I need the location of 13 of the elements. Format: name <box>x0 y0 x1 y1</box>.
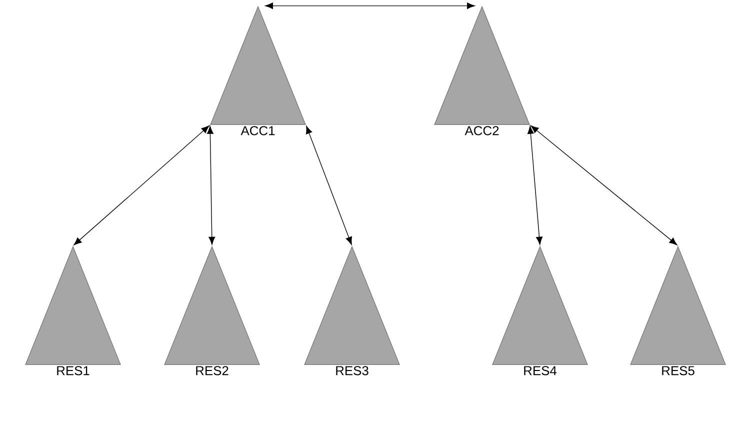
node-label: RES4 <box>524 366 557 376</box>
node-label: RES2 <box>196 366 228 376</box>
node-label: RES1 <box>57 366 90 376</box>
node-label: ACC2 <box>464 126 499 136</box>
arrow <box>265 2 475 10</box>
node-label: RES5 <box>662 366 694 376</box>
node-label: RES3 <box>336 366 368 376</box>
arrow <box>206 126 216 245</box>
arrow <box>530 125 678 246</box>
arrow <box>74 125 210 246</box>
arrow <box>527 126 542 245</box>
node-label: ACC1 <box>240 126 275 136</box>
arrow <box>306 126 352 245</box>
